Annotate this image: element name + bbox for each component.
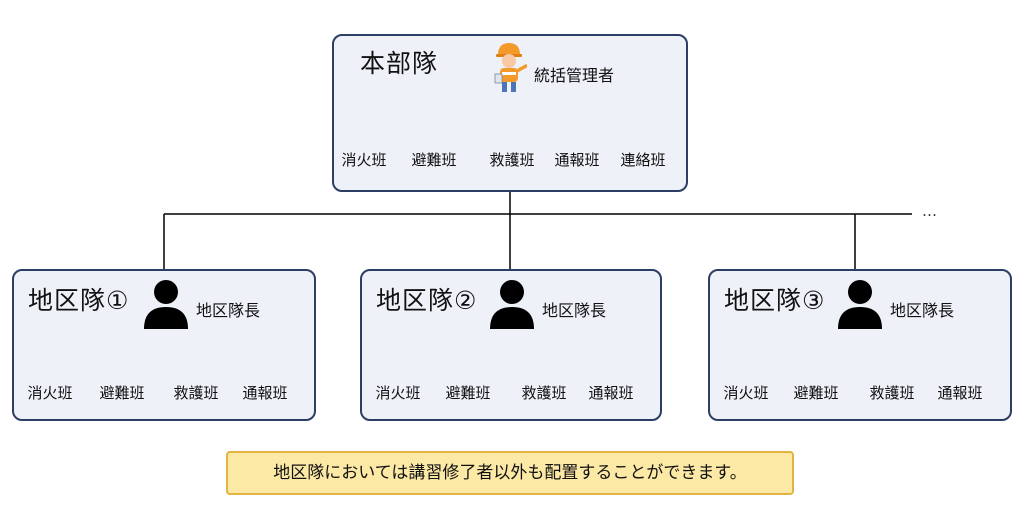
district-box-2: 地区隊② 地区隊長 消火班 避難班 救護班 通報班	[360, 269, 662, 421]
district-title: 地区隊③	[724, 286, 826, 315]
district-leader-label: 地区隊長	[196, 301, 261, 320]
worker-icon	[494, 43, 527, 92]
district-team-rescue: 救護班	[521, 384, 567, 402]
district-team-evacuation: 避難班	[793, 384, 839, 402]
district-team-report: 通報班	[937, 384, 983, 402]
continuation-mark: …	[922, 202, 937, 220]
district-team-fire: 消火班	[27, 384, 73, 402]
person-icon	[838, 280, 882, 329]
district-team-rescue: 救護班	[869, 384, 915, 402]
district-box-1: 地区隊① 地区隊長 消火班 避難班 救護班 通報班	[12, 269, 316, 421]
district-team-evacuation: 避難班	[445, 384, 491, 402]
headquarters-role-label: 統括管理者	[534, 66, 615, 85]
district-team-evacuation: 避難班	[99, 384, 145, 402]
district-team-fire: 消火班	[723, 384, 769, 402]
district-title: 地区隊②	[376, 286, 478, 315]
district-box-3: 地区隊③ 地区隊長 消火班 避難班 救護班 通報班	[708, 269, 1012, 421]
headquarters-box: 本部隊 統括管理者 消火班 避難班 救護班 通報班 連絡班	[332, 34, 688, 192]
district-team-rescue: 救護班	[173, 384, 219, 402]
district-leader-label: 地区隊長	[542, 301, 607, 320]
hq-team-evacuation: 避難班	[411, 151, 457, 169]
hq-team-fire: 消火班	[341, 151, 387, 169]
district-leader-label: 地区隊長	[890, 301, 955, 320]
hq-team-rescue: 救護班	[489, 151, 535, 169]
person-icon	[144, 280, 188, 329]
note-callout: 地区隊においては講習修了者以外も配置することができます。	[226, 451, 794, 495]
district-team-report: 通報班	[588, 384, 634, 402]
hq-team-liaison: 連絡班	[620, 151, 666, 169]
district-title: 地区隊①	[28, 286, 130, 315]
hq-team-report: 通報班	[554, 151, 600, 169]
district-team-fire: 消火班	[375, 384, 421, 402]
person-icon	[490, 280, 534, 329]
headquarters-title: 本部隊	[360, 49, 439, 78]
district-team-report: 通報班	[242, 384, 288, 402]
